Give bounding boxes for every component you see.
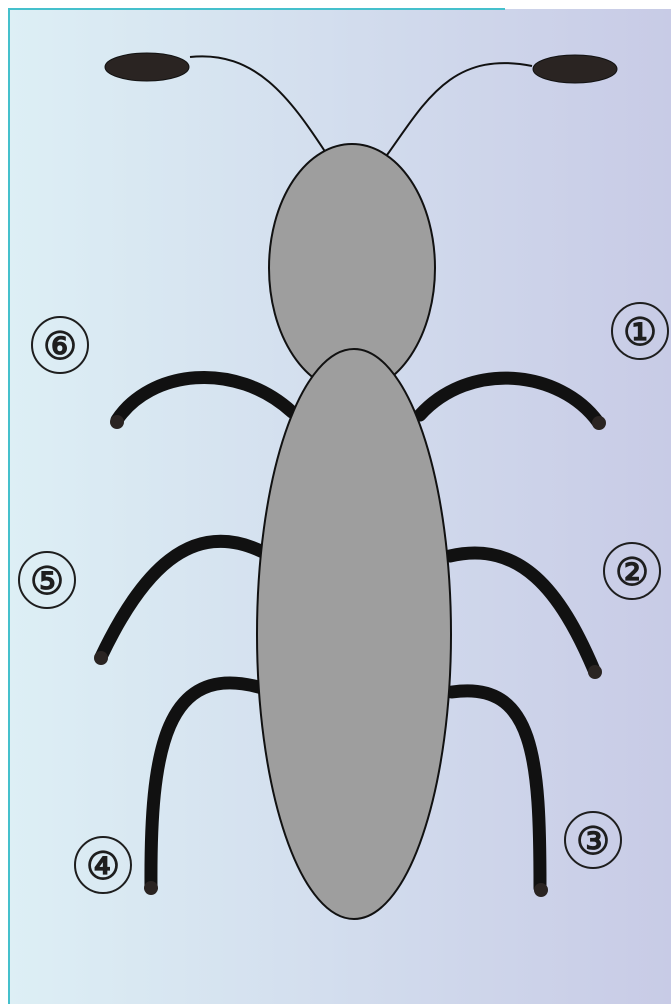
leg-label-4: ④ [86,843,120,888]
leg-label-3: ③ [576,818,610,863]
leg-5-tip [94,651,108,665]
leg-1-tip [592,416,606,430]
leg-label-2: ② [615,549,649,594]
leg-2-tip [588,665,602,679]
left-antenna-tip [105,53,189,81]
leg-3-tip [534,883,548,897]
leg-6-tip [110,415,124,429]
leg-label-6: ⑥ [43,323,77,368]
leg-4-tip [144,881,158,895]
insect-body [257,349,451,919]
right-antenna-tip [533,55,617,83]
leg-label-5: ⑤ [30,558,64,603]
leg-label-1: ① [623,309,657,354]
